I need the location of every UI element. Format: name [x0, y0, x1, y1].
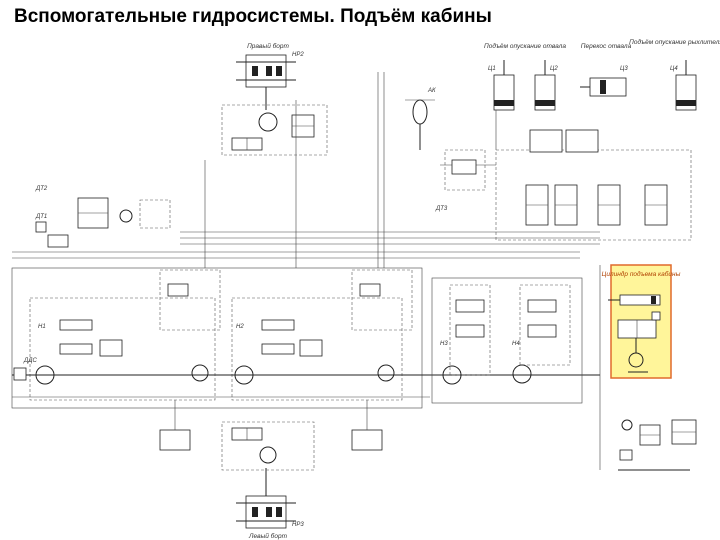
- lift-lower-1-label: Подъём опускание отвала: [484, 42, 566, 50]
- dt2-label: ДТ2: [35, 186, 48, 192]
- n2-label: Н2: [236, 324, 244, 330]
- blade-shift-cylinder: Перекос отвала Ц3: [580, 43, 632, 97]
- accumulator: АК: [405, 88, 436, 150]
- right-board-block: Правый борт НР2: [221, 42, 328, 156]
- lift-lower-2-label: Подъём опускание рыхлителя: [629, 38, 720, 46]
- ak-label: АК: [427, 88, 436, 94]
- left-board-block: Левый борт НР3: [221, 421, 315, 540]
- nr3-label: НР3: [292, 522, 304, 528]
- pump-group-2: Н2: [231, 269, 413, 401]
- nr2-label: НР2: [292, 52, 304, 58]
- dt3-label: ДТ3: [435, 206, 448, 212]
- tank-filter-block: [599, 265, 697, 471]
- main-manifold-frame: [11, 267, 423, 409]
- left-board-label: Левый борт: [248, 532, 288, 540]
- c2-label: Ц2: [550, 66, 558, 72]
- cab-cylinder-symbol: [608, 294, 661, 373]
- shift-blade-label: Перекос отвала: [581, 43, 632, 50]
- pressure-lines: ДДС: [12, 72, 600, 398]
- right-board-label: Правый борт: [247, 42, 289, 50]
- c4-label: Ц4: [670, 66, 678, 72]
- c1-label: Ц1: [488, 66, 496, 72]
- filter-block: ДТ1 ДТ2: [35, 186, 171, 248]
- ripper-lift-cylinder: Подъём опускание рыхлителя Ц4: [629, 38, 720, 111]
- n3-label: Н3: [440, 341, 448, 347]
- dt1-label: ДТ1: [35, 214, 47, 220]
- right-valve-bank: [495, 129, 692, 241]
- pump-group-1: Н1: [29, 269, 221, 401]
- blade-lift-cylinders: Подъём опускание отвала Ц1 Ц2: [484, 42, 566, 111]
- n1-label: Н1: [38, 324, 46, 330]
- c3-label: Ц3: [620, 66, 628, 72]
- distributor-valve: ДТ3: [435, 149, 486, 212]
- cab-cylinder-label: Цилиндр подъема кабины: [602, 270, 681, 278]
- dds-label: ДДС: [23, 358, 37, 364]
- pump-group-3-4: Н3 Н4: [431, 277, 583, 404]
- page-title: Вспомогательные гидросистемы. Подъём каб…: [14, 6, 492, 27]
- bottom-valves: [159, 400, 383, 451]
- n4-label: Н4: [512, 341, 520, 347]
